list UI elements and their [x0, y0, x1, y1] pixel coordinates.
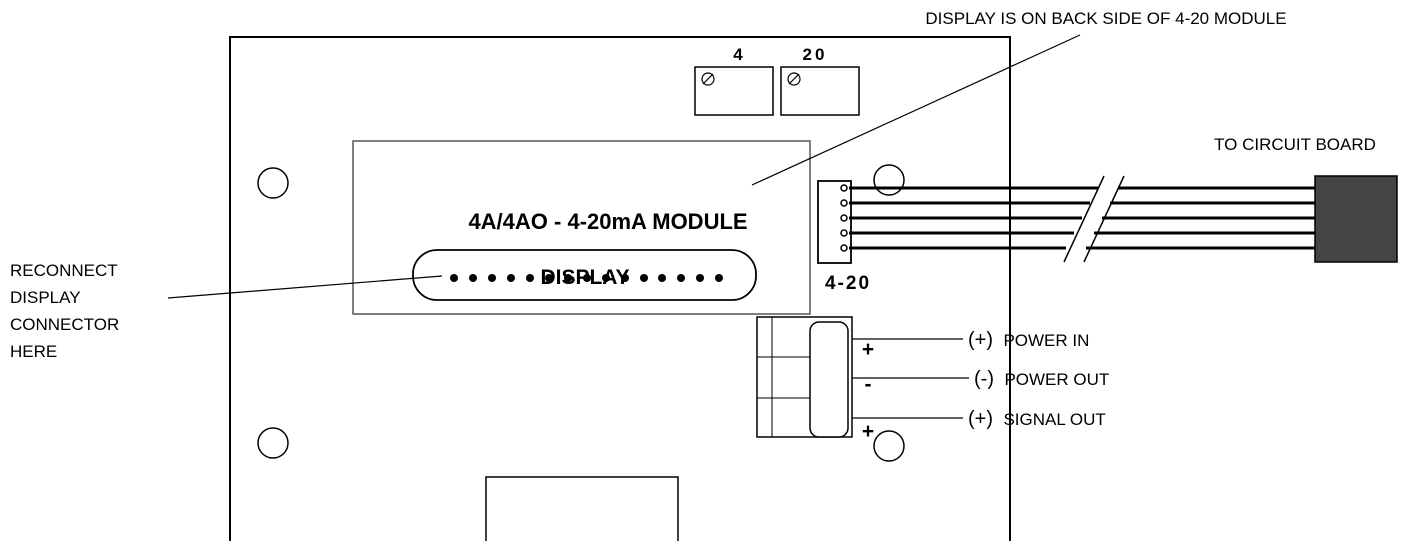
display-connector-pins [450, 274, 723, 282]
terminal-leader-lines [852, 338, 969, 419]
svg-text:DISPLAY: DISPLAY [10, 288, 81, 307]
to-circuit-board-label: TO CIRCUIT BOARD [1214, 135, 1376, 154]
terminal-block[interactable] [756, 316, 853, 438]
terminal-sign-3: + [862, 420, 874, 443]
pot-4[interactable] [694, 66, 774, 116]
header-connector-label: 4-20 [825, 273, 871, 294]
pot-label-20: 20 [803, 45, 828, 64]
signal-out-label: (+) SIGNAL OUT [968, 408, 1106, 430]
svg-text:CONNECTOR: CONNECTOR [10, 315, 119, 334]
header-connector-pins [840, 184, 848, 252]
board-outline [229, 36, 1011, 541]
board-cutout [485, 476, 679, 541]
module-title: 4A/4AO - 4-20mA MODULE [468, 209, 747, 234]
display-connector[interactable] [412, 249, 757, 301]
cable-break-marks [1063, 175, 1125, 263]
cable-wires [849, 186, 1315, 250]
svg-text:HERE: HERE [10, 342, 57, 361]
pot-label-4: 4 [733, 45, 743, 64]
power-out-label: (-) POWER OUT [974, 368, 1109, 390]
circuit-board-plug[interactable] [1314, 175, 1398, 263]
terminal-sign-1: + [862, 338, 874, 361]
pot-20[interactable] [780, 66, 860, 116]
mounting-hole-bottom-left [257, 427, 289, 459]
display-back-leader [751, 34, 1081, 186]
mounting-hole-bottom-right [873, 430, 905, 462]
reconnect-leader [167, 275, 443, 299]
mounting-hole-top-right [873, 164, 905, 196]
mounting-hole-top-left [257, 167, 289, 199]
reconnect-callout: RECONNECT DISPLAY CONNECTOR HERE [10, 261, 119, 361]
svg-text:RECONNECT: RECONNECT [10, 261, 118, 280]
module-body [352, 140, 811, 315]
power-in-label: (+) POWER IN [968, 329, 1089, 351]
display-back-callout: DISPLAY IS ON BACK SIDE OF 4-20 MODULE [925, 9, 1286, 28]
display-label: DISPLAY [540, 266, 629, 289]
terminal-sign-2: - [865, 373, 872, 396]
header-connector[interactable] [817, 180, 852, 264]
